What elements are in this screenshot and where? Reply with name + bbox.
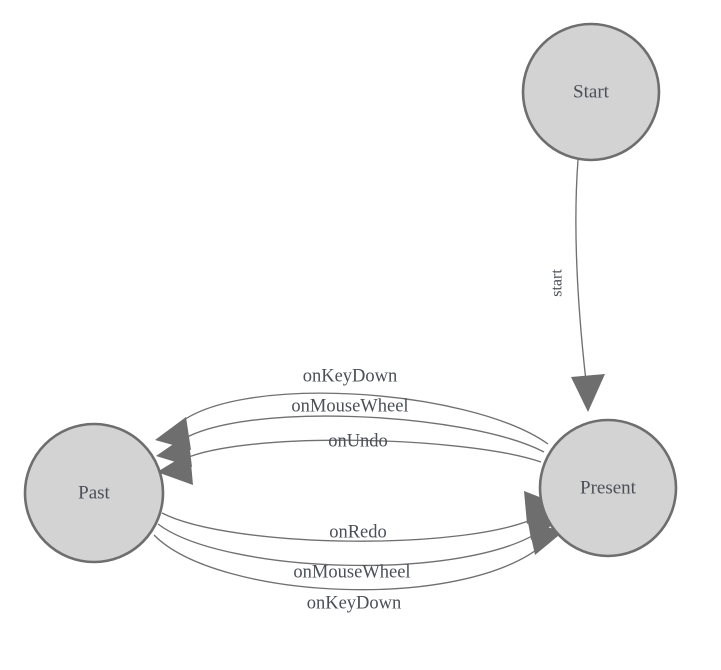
edge-start[interactable] <box>571 159 605 412</box>
node-start-circle <box>521 22 661 162</box>
node-present-label: Present <box>580 477 637 498</box>
edge-onmousewheel-to-present-path <box>157 523 543 567</box>
edge-label-onkeydown-to-past: onKeyDown <box>303 366 398 386</box>
edge-label-onredo: onRedo <box>329 522 387 542</box>
node-start[interactable]: Start <box>521 22 661 162</box>
edge-start-path <box>575 159 588 391</box>
edge-onkeydown-to-past-path <box>173 392 549 445</box>
edge-onundo-arrowhead <box>157 452 193 485</box>
edge-label-onkeydown-to-present: onKeyDown <box>307 593 402 613</box>
edge-onmousewheel-to-past-path <box>175 415 545 453</box>
edge-onundo[interactable] <box>157 439 542 485</box>
edge-label-layer: start onKeyDown onMouseWheel onUndo onRe… <box>291 269 565 614</box>
node-layer: Start Present Past <box>23 22 678 564</box>
edge-onredo-path <box>161 512 541 542</box>
node-past[interactable]: Past <box>23 422 165 564</box>
edge-label-onundo: onUndo <box>328 431 388 451</box>
node-start-label: Start <box>573 81 610 102</box>
edge-onkeydown-to-present-path <box>153 534 545 591</box>
node-present-circle <box>538 418 678 558</box>
edge-label-start: start <box>549 269 566 297</box>
edge-label-onmousewheel-to-past: onMouseWheel <box>291 396 408 416</box>
node-past-label: Past <box>78 482 110 503</box>
edge-start-arrowhead <box>571 374 605 412</box>
edge-onundo-path <box>177 439 542 463</box>
node-past-circle <box>23 422 165 564</box>
edge-label-onmousewheel-to-present: onMouseWheel <box>293 562 410 582</box>
node-present[interactable]: Present <box>538 418 678 558</box>
